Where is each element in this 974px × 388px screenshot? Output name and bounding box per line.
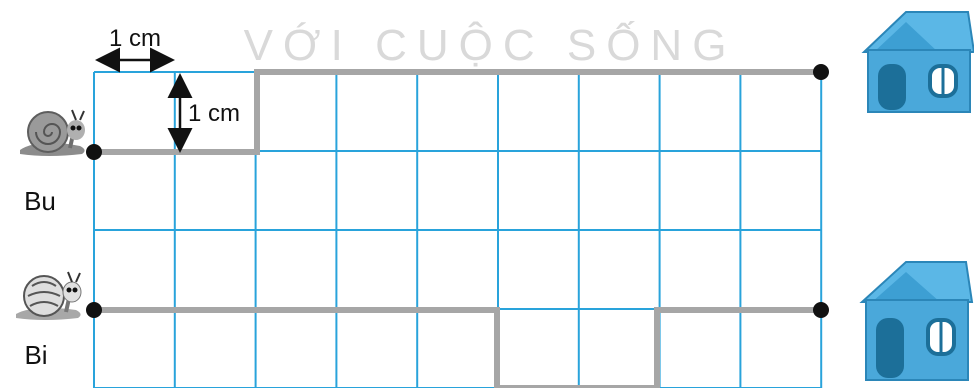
bu-end-dot bbox=[813, 64, 829, 80]
snail-icon bbox=[20, 110, 85, 156]
snail-icon bbox=[16, 272, 81, 320]
vertical-scale-label: 1 cm bbox=[188, 100, 240, 127]
bi-end-dot bbox=[813, 302, 829, 318]
house-icon bbox=[862, 262, 972, 380]
bi-start-dot bbox=[86, 302, 102, 318]
snail-name-bi: Bi bbox=[24, 340, 47, 370]
bu-start-dot bbox=[86, 144, 102, 160]
snail-name-bu: Bu bbox=[24, 186, 56, 216]
bi-path bbox=[94, 310, 821, 388]
watermark-text: VỚI CUỘC SỐNG bbox=[244, 19, 737, 70]
house-icon bbox=[864, 12, 974, 112]
horizontal-scale-label: 1 cm bbox=[109, 25, 161, 52]
